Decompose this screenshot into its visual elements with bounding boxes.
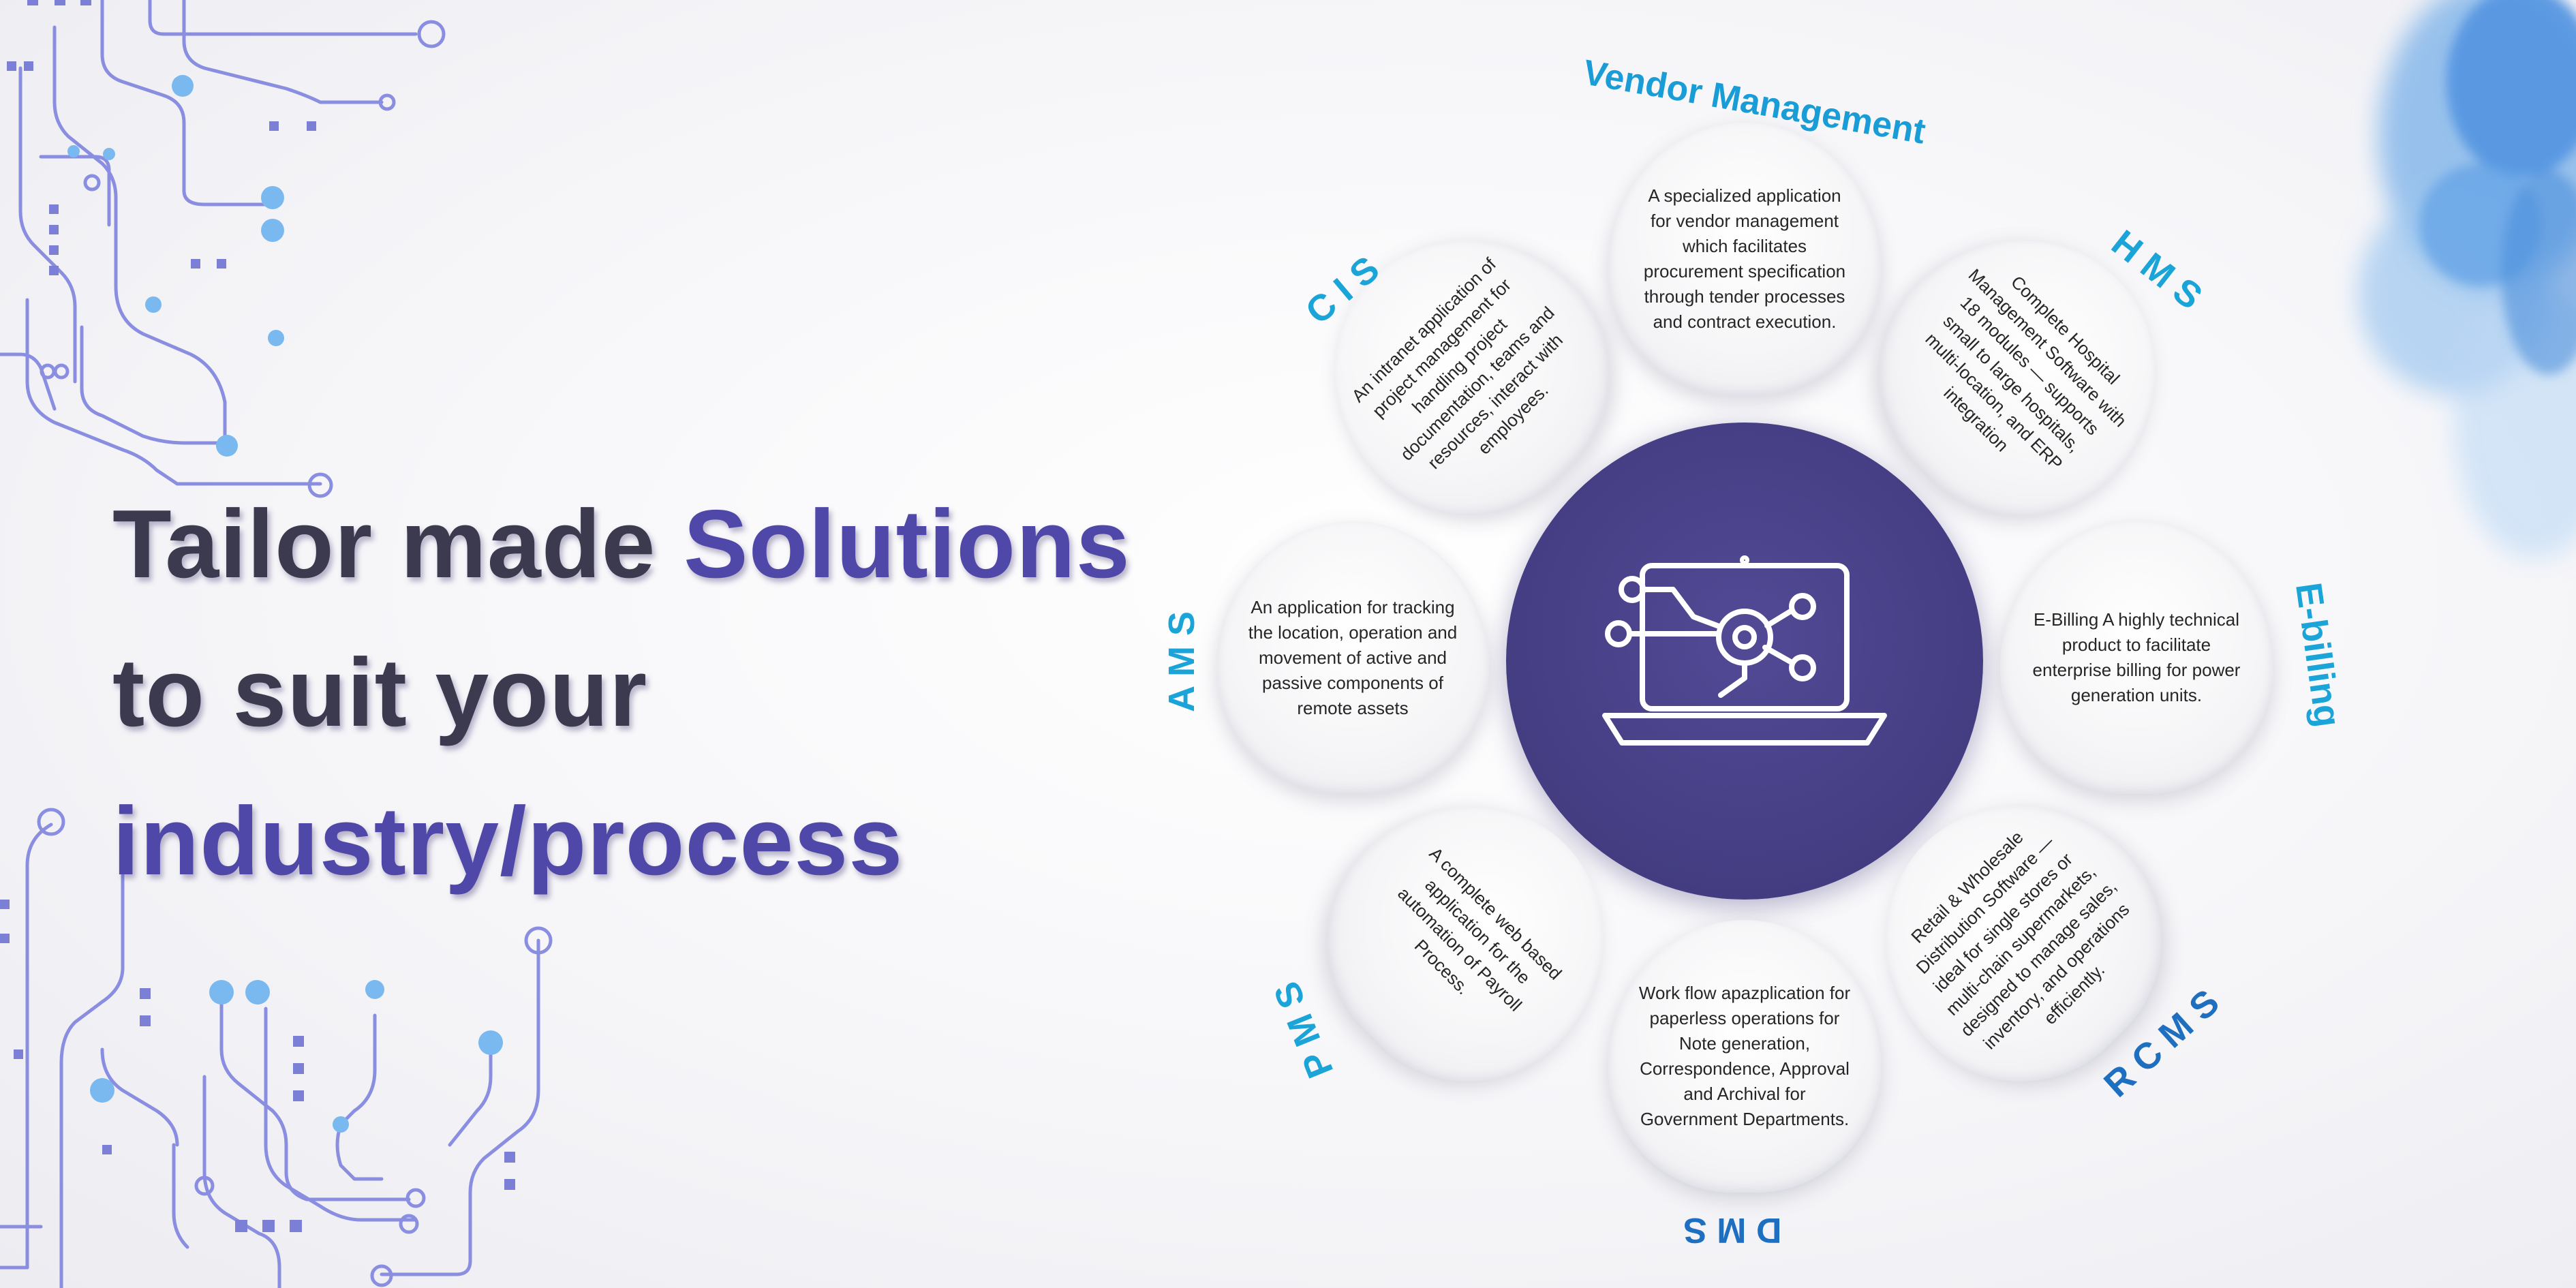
circuit-decoration-top bbox=[0, 0, 446, 498]
headline-line-3: industry/process bbox=[112, 787, 904, 895]
petal-dms: Work flow apazplication for paperless op… bbox=[1608, 920, 1881, 1193]
watercolor-cloud-decoration bbox=[2358, 0, 2576, 559]
label-ams: A M S bbox=[1161, 611, 1202, 712]
petal-vendor-management: A specialized application for vendor man… bbox=[1608, 123, 1881, 395]
petal-text: E-Billing A highly technical product to … bbox=[2032, 609, 2241, 705]
petal-text: A complete web based application for the… bbox=[1394, 843, 1566, 1015]
petal-ams: An application for tracking the location… bbox=[1216, 521, 1489, 794]
circuit-decoration-bottom bbox=[0, 808, 553, 1288]
headline-line-1-dark: Tailor made bbox=[112, 490, 684, 598]
petal-text: A specialized application for vendor man… bbox=[1643, 185, 1846, 332]
petal-text: Work flow apazplication for paperless op… bbox=[1638, 983, 1851, 1129]
petal-e-billing: E-Billing A highly technical product to … bbox=[2000, 521, 2273, 794]
headline: Tailor made Solutions to suit your indus… bbox=[112, 470, 1131, 916]
headline-line-2: to suit your bbox=[112, 639, 648, 747]
solutions-wheel: A specialized application for vendor man… bbox=[1152, 41, 2348, 1288]
wheel-hub bbox=[1506, 423, 1983, 900]
laptop-network-icon bbox=[1602, 555, 1887, 746]
petal-text: An application for tracking the location… bbox=[1248, 596, 1458, 718]
headline-line-1-accent: Solutions bbox=[683, 490, 1131, 598]
petal-text: Complete Hospital Management Software wi… bbox=[1921, 264, 2131, 474]
petal-text: Retail & Wholesale Distribution Software… bbox=[1906, 826, 2134, 1054]
headline-line-1: Tailor made Solutions bbox=[112, 470, 1131, 619]
label-dms: D M S bbox=[1683, 1210, 1782, 1250]
label-pms: P M S bbox=[1266, 976, 1342, 1084]
